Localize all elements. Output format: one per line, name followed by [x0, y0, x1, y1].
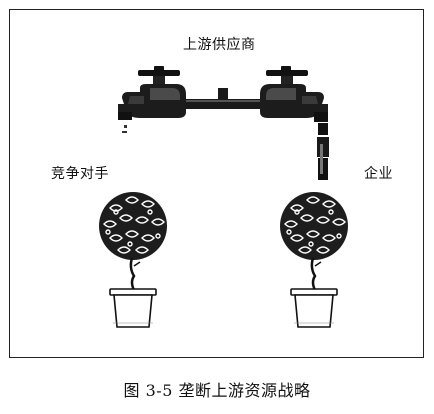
faucet-right-icon: [260, 66, 328, 122]
supply-pipe: [185, 88, 263, 109]
supplier-label: 上游供应商: [183, 37, 256, 53]
company-label: 企业: [364, 166, 393, 182]
figure-frame: [9, 9, 424, 358]
company-plant-icon: [280, 192, 348, 328]
water-stream: [317, 123, 329, 180]
faucet-left-icon: [118, 66, 186, 133]
figure-caption: 图 3-5 垄断上游资源战略: [123, 381, 311, 400]
competitor-label: 竞争对手: [51, 166, 109, 182]
competitor-plant-icon: [99, 192, 167, 328]
